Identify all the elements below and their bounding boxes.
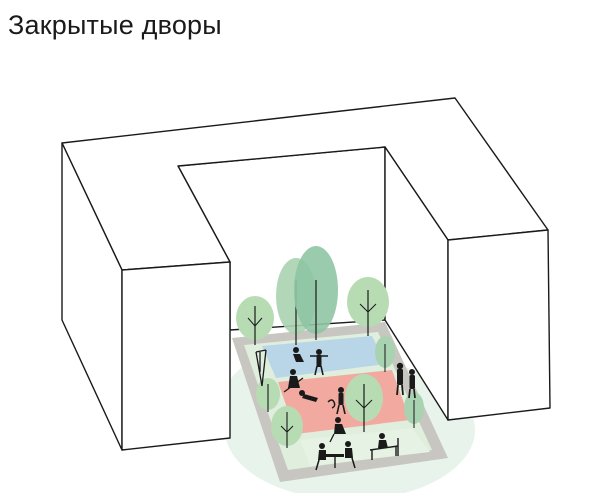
person-icon (293, 347, 304, 362)
person-icon (283, 369, 304, 393)
tree-icon (375, 336, 395, 372)
tree-icon (294, 246, 338, 340)
tree-icon (404, 392, 424, 428)
tree-icon (345, 374, 383, 432)
trees (236, 246, 424, 448)
person-icon (378, 433, 388, 448)
people (283, 347, 416, 471)
tree-icon (271, 406, 303, 448)
tree-icon (347, 277, 389, 336)
person-icon (336, 387, 346, 415)
water-area (262, 336, 386, 378)
person-icon (329, 417, 346, 443)
person-icon (396, 362, 404, 396)
u-shaped-building (61, 97, 551, 451)
diagram-title: Закрытые дворы (8, 10, 222, 40)
swing-icon (255, 349, 267, 387)
person-icon (345, 441, 356, 469)
person-icon (310, 349, 328, 376)
tree-icon (236, 296, 274, 345)
person-icon (315, 443, 326, 471)
person-icon (299, 390, 318, 402)
table-icon (326, 454, 344, 468)
building-right-front-wall (447, 229, 551, 421)
person-icon (327, 399, 336, 409)
building-left-front-wall (121, 261, 231, 451)
person-icon (408, 369, 416, 399)
